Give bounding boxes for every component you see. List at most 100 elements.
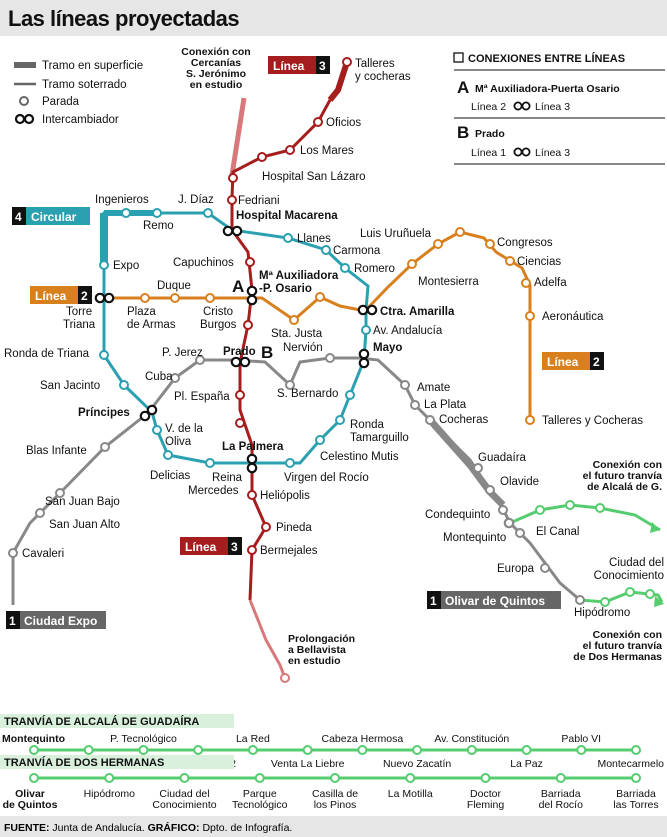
note-alcala-1: Conexión con — [593, 459, 662, 471]
label-prado: Prado — [223, 346, 256, 358]
connection-a-letter: A — [457, 78, 469, 97]
stop-s-bernardo — [285, 380, 295, 390]
title-bar — [0, 0, 667, 36]
label-congresos: Congresos — [497, 237, 553, 249]
stop-san-juan-alto — [35, 508, 45, 518]
label-talleres-cocheras-2: y cocheras — [355, 71, 411, 83]
stop-hipodromo — [575, 595, 585, 605]
tram-dh-stop-label: las Torres — [613, 799, 658, 811]
stop-europa — [540, 563, 550, 573]
footer-source-label: FUENTE: — [4, 822, 50, 834]
stop-plaza-armas — [140, 293, 150, 303]
stop-aeronautica — [525, 311, 535, 321]
stop-olavide — [485, 485, 495, 495]
stop-tram-alcala-2 — [595, 503, 605, 513]
line2-tag-left-word: Línea — [35, 289, 67, 303]
page-title: Las líneas proyectadas — [8, 6, 240, 31]
tram-alcala-stop — [466, 745, 477, 755]
label-olavide: Olavide — [500, 476, 539, 488]
tram-alcala-arrow-icon — [650, 522, 660, 533]
connections-heading: CONEXIONES ENTRE LÍNEAS — [468, 52, 625, 65]
tram-alcala-stop — [138, 745, 149, 755]
label-sta-justa: Sta. Justa — [271, 328, 323, 340]
line3-tag-bottom-num-bg — [228, 537, 242, 555]
tram-alcala-stop-label: Cabeza Hermosa — [322, 733, 404, 745]
label-ingenieros: Ingenieros — [95, 194, 149, 206]
interchanges — [94, 225, 515, 529]
label-cristo-burgos-1: Cristo — [203, 306, 233, 318]
note-alcala-3: de Alcalá de G. — [587, 481, 662, 493]
label-talleres-cocheras-1: Talleres — [355, 58, 395, 70]
connection-a-line2: Línea 3 — [535, 101, 570, 113]
tram-dh-stop-label: Barriada — [616, 788, 656, 800]
notes: Conexión con Cercanías S. Jerónimo en es… — [181, 46, 662, 667]
marker-b: B — [261, 343, 273, 362]
label-el-canal: El Canal — [536, 526, 579, 538]
label-aux-osario-2: -P. Osario — [259, 283, 312, 295]
tram-alcala-stop-label: Venta La Liebre — [271, 758, 345, 770]
tram-dh-stop-label: Casilla de — [312, 788, 358, 800]
tram-dh-stop — [29, 773, 39, 783]
stop-tram-dh-2 — [625, 587, 635, 597]
label-v-oliva-2: Oliva — [165, 436, 192, 448]
label-montequinto: Montequinto — [443, 532, 506, 544]
note-bellavista-2: a Bellavista — [288, 644, 346, 656]
label-cristo-burgos-2: Burgos — [200, 319, 237, 331]
line1-tag2-num-bg — [427, 591, 441, 609]
footer: FUENTE: Junta de Andalucía. GRÁFICO: Dpt… — [0, 816, 667, 837]
note-cercanias-1: Conexión con — [181, 46, 250, 58]
label-mayo: Mayo — [373, 342, 402, 354]
note-dos-hermanas-1: Conexión con — [593, 629, 662, 641]
connection-b-letter: B — [457, 123, 469, 142]
line1-tag-name: Ciudad Expo — [24, 614, 97, 628]
line1-tag — [20, 611, 106, 629]
label-av-andalucia: Av. Andalucía — [373, 325, 443, 337]
tram-dh-stop — [405, 773, 416, 783]
stop-oficios — [313, 117, 323, 127]
stop-hospital-san-lazaro — [257, 152, 267, 162]
interchange-mayo — [358, 348, 370, 369]
stops — [8, 57, 655, 683]
marker-a: A — [232, 277, 244, 296]
stop-san-juan-bajo — [55, 488, 65, 498]
tram-dh-stop — [480, 773, 491, 783]
footer-text: FUENTE: Junta de Andalucía. GRÁFICO: Dpt… — [4, 821, 292, 834]
line1-tag2 — [441, 591, 561, 609]
connections-box: CONEXIONES ENTRE LÍNEAS A Mª Auxiliadora… — [453, 52, 665, 165]
connection-a-line1: Línea 2 — [471, 101, 506, 113]
line3-tag-top-num: 3 — [319, 59, 326, 73]
tram-dh-stop — [179, 773, 190, 783]
tram-alcala-stop — [29, 745, 39, 755]
line3-cercanias-extension — [229, 97, 247, 176]
tram-alcala-stop-label: La Paz — [510, 758, 543, 770]
label-virgen-rocio: Virgen del Rocío — [284, 472, 369, 484]
label-torre-triana-1: Torre — [66, 306, 92, 318]
tram-dos-hermanas-heading: TRANVÍA DE DOS HERMANAS — [4, 756, 164, 769]
label-capuchinos: Capuchinos — [173, 257, 234, 269]
line4-tag-num-bg — [12, 207, 26, 225]
stop-delicias — [163, 450, 173, 460]
tram-alcala-stop-label: Nuevo Zacatín — [383, 758, 451, 770]
line3-tag-bottom — [180, 537, 228, 555]
stop-v-oliva — [152, 425, 162, 435]
label-los-mares: Los Mares — [300, 145, 354, 157]
label-ciencias: Ciencias — [517, 256, 561, 268]
tram-alcala-stop — [193, 745, 204, 755]
stop-montesierra — [407, 259, 417, 269]
connection-b-interchange-icon-right — [521, 147, 531, 157]
legend-surface-label: Tramo en superficie — [42, 60, 143, 72]
tram-alcala-stop — [631, 745, 641, 755]
tram-alcala-stop — [521, 745, 532, 755]
label-j-diaz: J. Díaz — [178, 194, 214, 206]
stop-fedriani-top — [228, 173, 238, 183]
label-cavaleri: Cavaleri — [22, 548, 64, 560]
stop-heliopolis — [247, 490, 257, 500]
connection-a-name: Mª Auxiliadora-Puerta Osario — [475, 83, 620, 95]
line3-tag-bottom-num: 3 — [231, 540, 238, 554]
line2-tag-left-num: 2 — [81, 289, 88, 303]
tram-alcala-connection — [509, 503, 661, 532]
stop-remo — [152, 208, 162, 218]
stop-los-mares — [285, 145, 295, 155]
label-hospital-san-lazaro: Hospital San Lázaro — [262, 171, 366, 183]
